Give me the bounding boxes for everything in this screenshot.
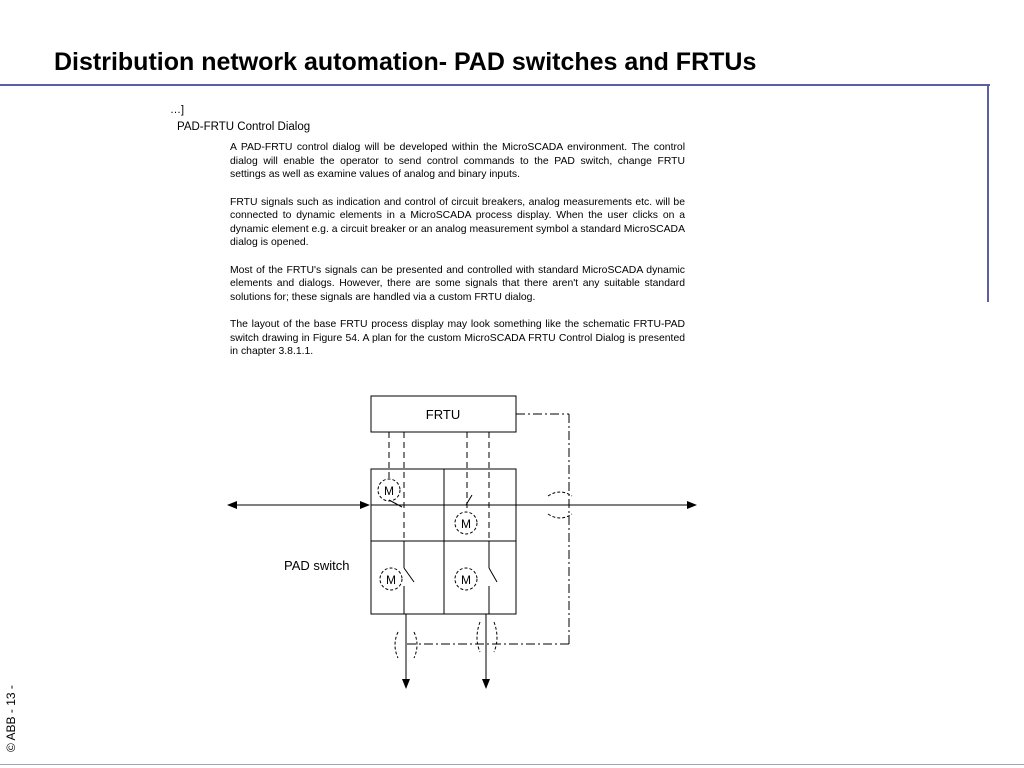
slide-title: Distribution network automation- PAD swi… <box>54 48 757 76</box>
footer-divider <box>0 764 1024 765</box>
motor-label: M <box>386 573 396 587</box>
switch-contact <box>488 567 498 583</box>
motor-circle <box>377 478 401 502</box>
document-paragraph: A PAD-FRTU control dialog will be develo… <box>230 142 685 180</box>
motor-label: M <box>384 484 394 498</box>
frtu-control-lines <box>388 432 490 560</box>
motor-label: M <box>461 517 471 531</box>
motor-circle <box>379 567 403 591</box>
switch-contact <box>403 567 415 583</box>
switch-contact <box>465 494 473 506</box>
document-mark: …] <box>170 104 185 116</box>
document-body: A PAD-FRTU control dialog will be develo… <box>230 141 685 373</box>
measurement-loop <box>406 413 570 645</box>
current-transformers <box>394 491 573 659</box>
frame-right-border <box>987 84 989 302</box>
title-divider <box>0 84 990 86</box>
motor-circle <box>454 511 478 535</box>
frtu-label: FRTU <box>426 407 460 422</box>
document-paragraph: FRTU signals such as indication and cont… <box>230 196 685 249</box>
document-paragraph: Most of the FRTU's signals can be presen… <box>230 264 685 303</box>
motor-label: M <box>461 573 471 587</box>
pad-switch-label: PAD switch <box>284 558 350 573</box>
document-paragraph: The layout of the base FRTU process disp… <box>230 319 685 357</box>
motor-circle <box>454 567 478 591</box>
document-heading: PAD-FRTU Control Dialog <box>177 121 311 133</box>
